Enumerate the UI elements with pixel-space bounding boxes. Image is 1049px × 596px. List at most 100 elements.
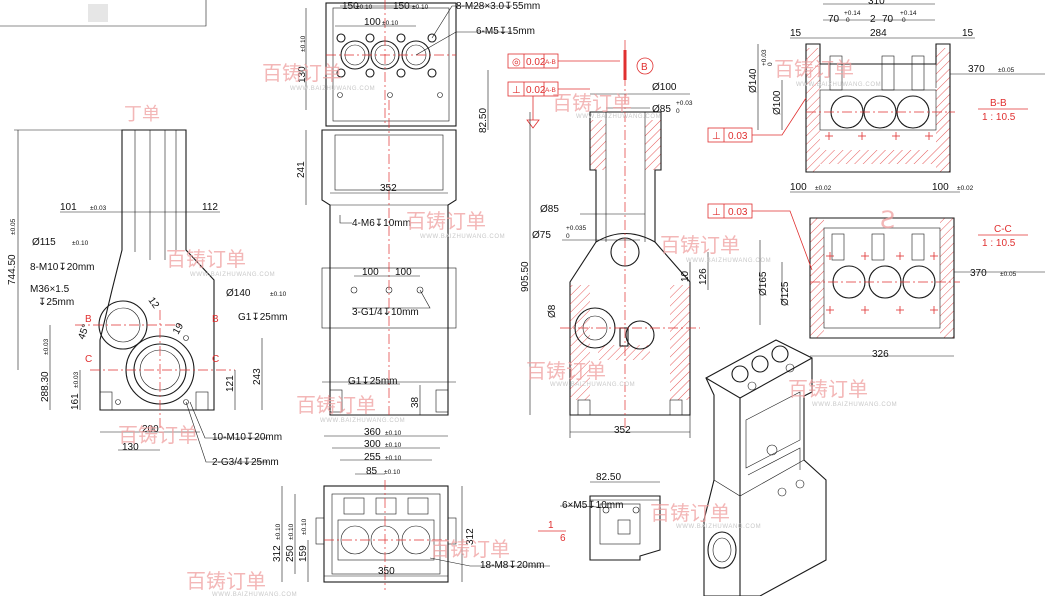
bb-dim-100r: 100 [932, 182, 949, 193]
front-callout-m6: 4-M6↧10mm [352, 218, 411, 229]
bb-dim-2: 2 [870, 14, 876, 25]
cc-gdt-value: 0.03 [728, 207, 748, 218]
watermark-8: 百铸订单 [526, 359, 606, 383]
cc-tol370: ±0.05 [1000, 271, 1017, 278]
side-dim-200: 200 [142, 424, 159, 435]
watermark-11: 百铸订单 [430, 537, 510, 561]
side-dim-tol288: ±0.03 [43, 338, 50, 355]
side-dim-121: 121 [225, 375, 236, 392]
watermark-3: 百铸订单 [166, 247, 246, 271]
watermark-1: 百铸订单 [262, 61, 342, 85]
top-dim-tol150: ±0.10 [356, 4, 373, 11]
bb-dim-310: 310 [868, 0, 885, 7]
sec-a-dim-d100: Ø100 [652, 82, 677, 93]
bottom-dim-tol250: ±0.10 [288, 523, 295, 540]
watermark-13: 百铸订单 [118, 423, 198, 447]
top-view: 150 ±0.10 150 ±0.10 100 ±0.10 130 ±0.10 … [297, 0, 540, 133]
side-dim-161: 161 [70, 393, 81, 410]
watermark-10-url: WWW.BAIZHUWANG.COM [676, 524, 761, 530]
bottom-dim-159: 159 [298, 545, 309, 562]
front-dim-38: 38 [410, 396, 421, 408]
section-cc-view: Ø165 Ø125 370 ±0.05 326 ⊥ 0.03 C-C 1 : 1… [707, 203, 1045, 360]
detail-view: 82.50 6×M5↧10mm 1 6 [538, 472, 661, 561]
watermark-6-url: WWW.BAIZHUWANG.COM [796, 82, 881, 88]
side-dim-744-50: 744.50 [7, 254, 18, 285]
bb-dim-15a: 15 [790, 28, 802, 39]
bottom-dim-312a: 312 [272, 545, 283, 562]
watermark-9: 百铸订单 [788, 377, 868, 401]
side-dim-d140: Ø140 [226, 288, 251, 299]
side-dim-19: 19 [171, 321, 186, 337]
top-dim-tol100: ±0.10 [382, 20, 399, 27]
side-dim-243: 243 [252, 368, 263, 385]
cc-dim-d125: Ø125 [780, 281, 791, 306]
detail-scale-num: 1 [548, 520, 554, 531]
front-dim-352: 352 [380, 183, 397, 194]
top-callout-m28: 8-M28×3.0↧55mm [456, 1, 540, 12]
side-callout-g34: 2-G3/4↧25mm [212, 457, 279, 468]
top-dim-150b: 150 [393, 1, 410, 12]
gdt-perp-frame: ⊥ 0.02 A-B [507, 81, 559, 97]
watermark-5: 百铸订单 [660, 233, 740, 257]
bb-dim-15b: 15 [962, 28, 974, 39]
bb-dim-d100: Ø100 [772, 90, 783, 115]
gdt-perp-symbol: ⊥ [512, 85, 521, 96]
side-section-b-left: B [85, 314, 92, 325]
top-dim-tol150b: ±0.10 [412, 4, 429, 11]
cc-dim-326: 326 [872, 349, 889, 360]
bottom-dim-250: 250 [285, 545, 296, 562]
watermark-12-url: WWW.BAIZHUWANG.COM [212, 592, 297, 596]
front-callout-g14: 3-G1/4↧10mm [352, 307, 419, 318]
watermark-12: 百铸订单 [186, 569, 266, 593]
sec-a-dim-d8: Ø8 [547, 304, 558, 318]
frame-corner [0, 0, 207, 27]
top-dim-150a: 150 [342, 1, 359, 12]
detail-scale-den: 6 [560, 533, 566, 544]
sec-a-dim-d85: Ø85 [540, 204, 559, 215]
side-dim-tol115: ±0.10 [72, 240, 89, 247]
bb-dim-370: 370 [968, 64, 985, 75]
side-dim-45: 45° [76, 323, 92, 341]
gdt-perp-ref: A-B [545, 87, 556, 94]
side-dim-12: 12 [146, 295, 162, 311]
isometric-view [703, 339, 827, 596]
bottom-dim-255: 255 [364, 452, 381, 463]
bb-tol100r: ±0.02 [957, 185, 974, 192]
side-callout-g1: G1↧25mm [238, 312, 288, 323]
watermark-partial: 丁单 [124, 104, 160, 125]
side-dim-130: 130 [122, 442, 139, 453]
bb-tol70b-upper: +0.14 [900, 10, 917, 17]
bb-dim-70b: 70 [882, 14, 894, 25]
watermark-9-url: WWW.BAIZHUWANG.COM [812, 402, 897, 408]
bottom-dim-tol360: ±0.10 [385, 430, 402, 437]
side-dim-tol140: ±0.10 [270, 291, 287, 298]
watermark-7: 百铸订单 [296, 393, 376, 417]
sec-a-dim-126: 126 [698, 268, 709, 285]
side-dim-tol161: ±0.03 [73, 371, 80, 388]
watermark-8-url: WWW.BAIZHUWANG.COM [550, 382, 635, 388]
bb-tol140-upper: +0.03 [761, 49, 768, 66]
cc-gdt-frame: ⊥ 0.03 [707, 203, 753, 219]
bottom-dim-85: 85 [366, 466, 378, 477]
front-dim-241: 241 [296, 161, 307, 178]
sec-a-dim-352: 352 [614, 425, 631, 436]
gdt-perp-value: 0.02 [526, 85, 546, 96]
section-bb-view: 310 70 +0.14 0 2 70 +0.14 0 15 284 15 Ø1… [707, 0, 1045, 193]
bb-tol70b-lower: 0 [902, 17, 906, 24]
side-callout-m10-bottom: 10-M10↧20mm [212, 432, 282, 443]
front-dim-100a: 100 [362, 267, 379, 278]
watermark-4: 百铸订单 [406, 209, 486, 233]
gdt-position-frame: ◎ 0.02 A-B [507, 53, 559, 69]
bottom-dim-tol85: ±0.10 [384, 469, 401, 476]
side-dim-tol744: ±0.05 [10, 218, 17, 235]
watermarks: 百铸订单 WWW.BAIZHUWANG.COM 百铸订单 WWW.BAIZHUW… [118, 57, 897, 596]
sec-a-tol85-upper: +0.03 [676, 100, 693, 107]
bb-dim-100l: 100 [790, 182, 807, 193]
bb-gdt-symbol: ⊥ [712, 131, 721, 142]
bb-dim-70a: 70 [828, 14, 840, 25]
bb-scale: 1 : 10.5 [982, 112, 1016, 123]
cc-dim-d165: Ø165 [758, 271, 769, 296]
cc-gdt-symbol: ⊥ [712, 207, 721, 218]
bb-dim-284: 284 [870, 28, 887, 39]
